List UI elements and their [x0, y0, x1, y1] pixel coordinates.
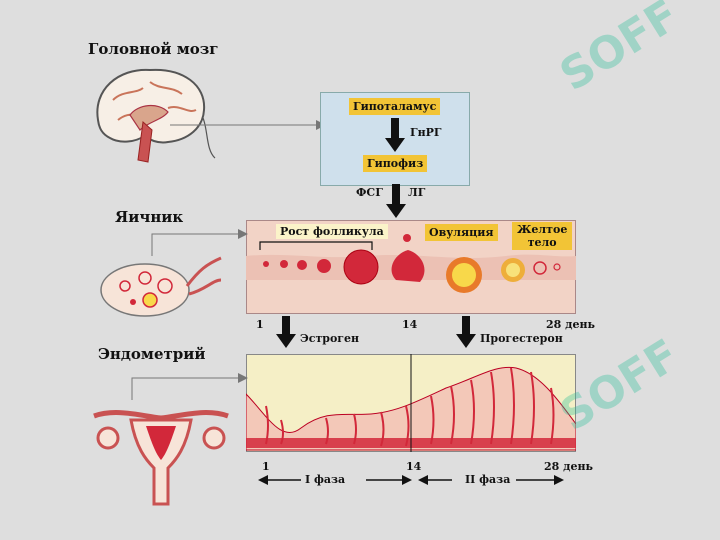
endo-day-end: 28 день	[544, 460, 593, 473]
lh-label: ЛГ	[408, 186, 426, 199]
progesterone-arrow-icon	[456, 316, 476, 348]
hypothalamus-tag: Гипоталамус	[349, 98, 441, 115]
estrogen-label: Эстроген	[300, 332, 360, 345]
pituitary-tag: Гипофиз	[363, 155, 428, 172]
brain-connector-arrow	[170, 120, 326, 130]
phase1-label: I фаза	[305, 473, 346, 486]
phase-arrows	[258, 475, 564, 485]
ovary-follicles	[246, 234, 576, 293]
brain-illustration	[96, 68, 216, 163]
ovary-day-start: 1	[256, 318, 264, 331]
ovary-connector-arrow	[151, 229, 248, 256]
ovary-illustration	[100, 256, 222, 317]
brain-label: Головной мозг	[88, 40, 219, 58]
follicle-growth-tag: Рост фолликула	[276, 224, 388, 239]
endo-day-start: 1	[262, 460, 270, 473]
ovary-day-end: 28 день	[546, 318, 595, 331]
estrogen-arrow-icon	[276, 316, 296, 348]
endo-day-mid: 14	[406, 460, 422, 473]
gnrh-arrow-icon	[385, 118, 405, 152]
endometrium-label: Эндометрий	[98, 345, 206, 363]
watermark-top: SOFF	[551, 0, 688, 102]
endometrium-curve	[246, 354, 576, 452]
ovary-label: Яичник	[115, 208, 184, 226]
gnrh-label: ГнРГ	[410, 126, 442, 139]
progesterone-label: Прогестерон	[480, 332, 563, 345]
phase2-label: II фаза	[465, 473, 511, 486]
fsh-label: ФСГ	[356, 186, 383, 199]
corpus-luteum-line1: Желтое	[517, 223, 568, 236]
uterus-illustration	[93, 410, 229, 506]
corpus-luteum-line2: тело	[527, 236, 557, 249]
endometrium-connector-arrow	[131, 373, 248, 400]
watermark-bottom: SOFF	[551, 329, 688, 442]
fsh-lh-arrow-icon	[386, 184, 406, 218]
corpus-luteum-tag: Желтое тело	[512, 222, 573, 250]
ovary-day-mid: 14	[402, 318, 418, 331]
ovulation-tag: Овуляция	[425, 224, 498, 241]
